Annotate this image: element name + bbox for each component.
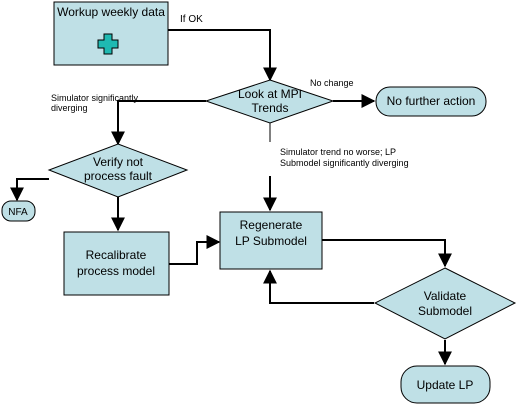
update-terminal (400, 365, 491, 404)
node-no-further-action: No further action (375, 86, 487, 117)
recalibrate-line1: Recalibrate (86, 248, 147, 262)
nfa-terminal (1, 200, 36, 222)
recalibrate-box (63, 231, 170, 296)
verify-line1: Verify not (93, 155, 144, 169)
edge-validate-to-regenerate (263, 269, 374, 304)
node-recalibrate-process-model: Recalibrate process model (63, 231, 170, 296)
no-further-label: No further action (387, 94, 476, 108)
sim-diverging-label-line2: diverging (51, 103, 88, 113)
nfa-label: NFA (8, 207, 28, 218)
update-label: Update LP (417, 378, 474, 392)
trend-no-worse-label-line1: Simulator trend no worse; LP (280, 147, 396, 157)
plus-icon (97, 33, 119, 55)
trend-no-worse-label-line2: Submodel significantly diverging (280, 158, 409, 168)
no-further-terminal (375, 86, 487, 117)
no-change-label: No change (310, 78, 354, 88)
look-mpi-line1: Look at MPI (238, 87, 302, 101)
look-mpi-diamond (204, 79, 335, 124)
regenerate-line1: Regenerate (240, 218, 303, 232)
if-ok-label: If OK (180, 14, 203, 25)
edge-recalibrate-to-regenerate (169, 235, 221, 265)
edge-verify-to-nfa (10, 178, 49, 202)
recalibrate-line2: process model (77, 264, 155, 278)
sim-diverging-label-line1: Simulator significantly (51, 93, 139, 103)
node-regenerate-lp-submodel: Regenerate LP Submodel (219, 211, 323, 270)
node-nfa: NFA (1, 200, 36, 222)
node-verify-not-process-fault: Verify not process fault (47, 143, 189, 198)
regenerate-box (219, 211, 323, 270)
regenerate-line2: LP Submodel (235, 234, 307, 248)
edge-workup-to-mpi (168, 29, 277, 82)
look-mpi-line2: Trends (252, 101, 289, 115)
workup-label: Workup weekly data (57, 5, 165, 19)
node-look-at-mpi-trends: Look at MPI Trends (204, 79, 335, 124)
edge-labels: If OK No change Simulator significantly … (51, 14, 409, 168)
verify-line2: process fault (84, 169, 153, 183)
node-update-lp: Update LP (400, 365, 491, 404)
node-validate-submodel: Validate Submodel (373, 267, 517, 340)
edges (10, 29, 452, 366)
node-workup-weekly-data: Workup weekly data (53, 1, 169, 66)
verify-diamond (47, 143, 189, 198)
validate-line1: Validate (424, 289, 467, 303)
validate-line2: Submodel (418, 304, 472, 318)
edge-regenerate-to-validate (322, 239, 452, 268)
validate-diamond (373, 267, 517, 340)
edge-mpi-to-verify (111, 100, 206, 146)
